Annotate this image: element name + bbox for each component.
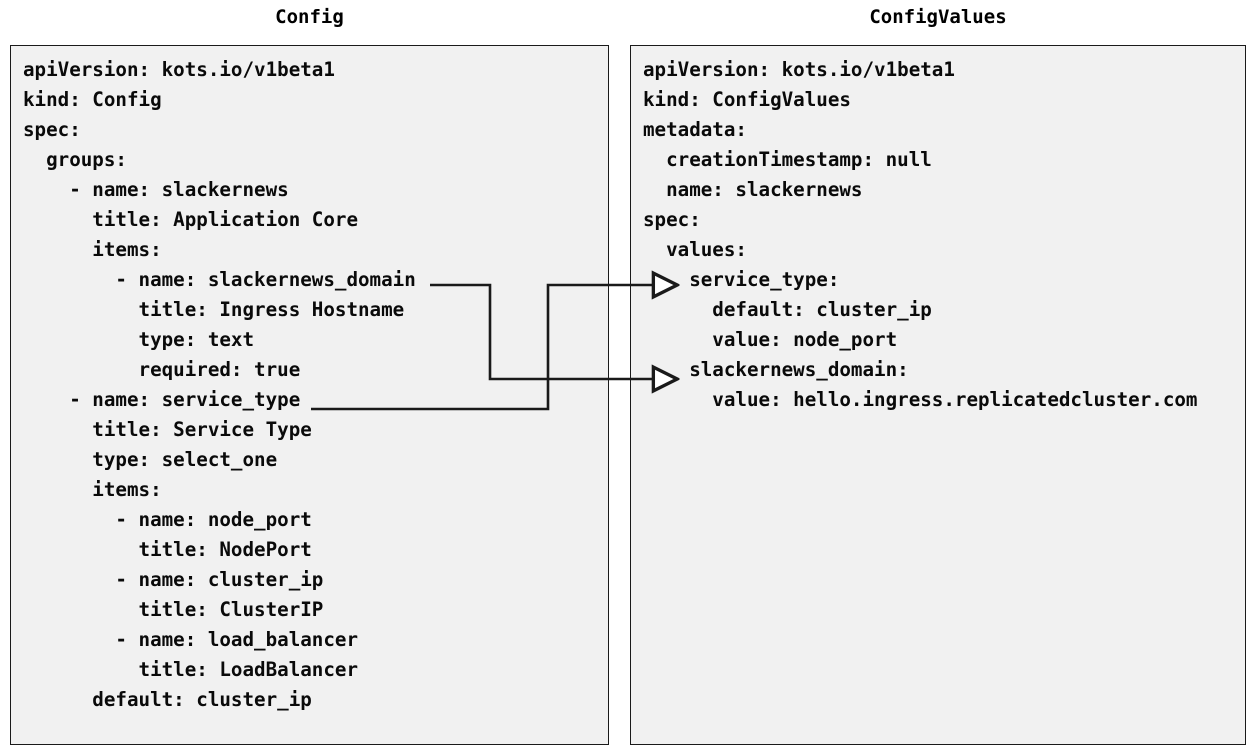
configvalues-yaml-code: apiVersion: kots.io/v1beta1 kind: Config…	[643, 58, 1198, 411]
config-panel: apiVersion: kots.io/v1beta1 kind: Config…	[10, 45, 609, 745]
config-panel-title: Config	[275, 6, 344, 28]
config-yaml-code: apiVersion: kots.io/v1beta1 kind: Config…	[23, 58, 416, 711]
configvalues-panel-title: ConfigValues	[869, 6, 1007, 28]
configvalues-panel: apiVersion: kots.io/v1beta1 kind: Config…	[630, 45, 1246, 745]
